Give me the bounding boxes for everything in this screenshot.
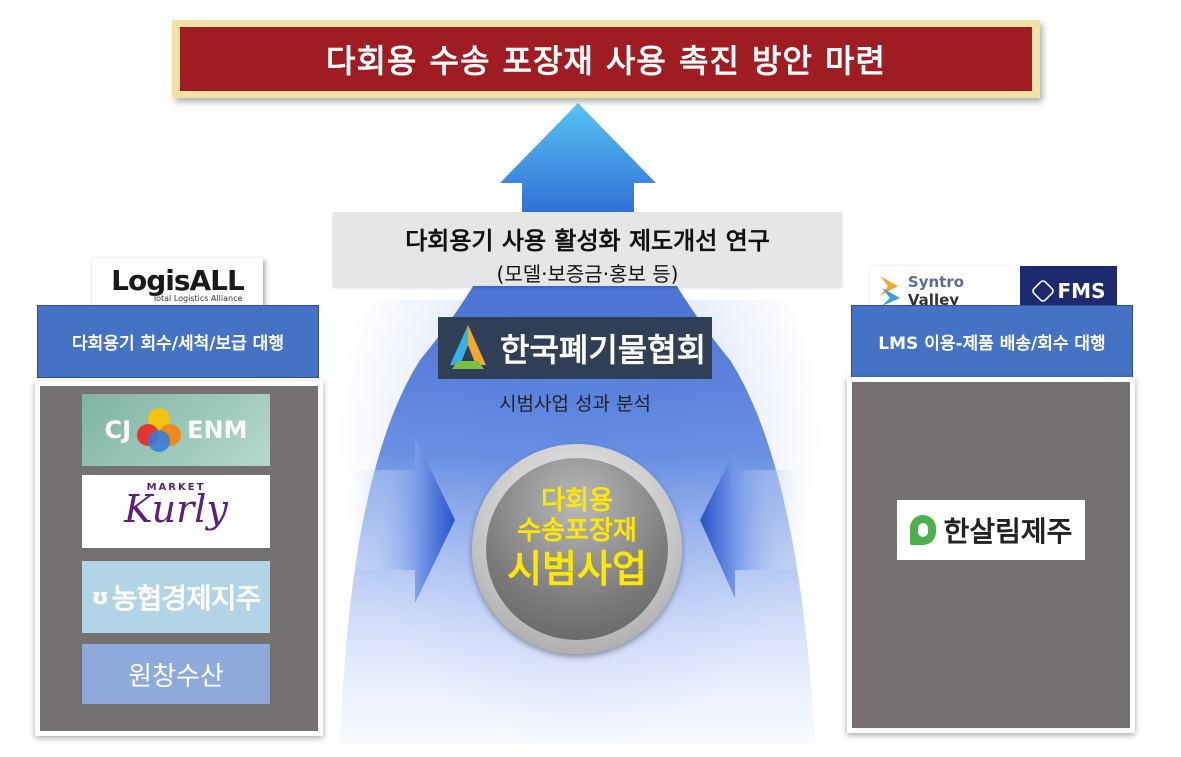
cj-enm-logo: CJ ENM xyxy=(82,394,270,466)
logisall-logo-subtext: Total Logistics Alliance xyxy=(152,294,243,303)
cj-dots-logo-icon xyxy=(137,408,182,452)
fms-hex-logo-icon xyxy=(1030,278,1055,304)
cj-text: CJ xyxy=(104,416,132,444)
right-arrow xyxy=(700,450,810,598)
center-circle-inner: 다회용 수송포장재 시범사업 xyxy=(486,458,668,640)
fms-text: FMS xyxy=(1057,279,1106,303)
hansalim-logo: 한살림제주 xyxy=(897,500,1085,560)
syntro-text: Syntro xyxy=(907,273,965,291)
enm-text: ENM xyxy=(187,416,248,444)
nh-logo: ʊ 농협경제지주 xyxy=(82,561,270,633)
triangle-logo-icon xyxy=(438,317,498,379)
research-subtitle: (모델·보증금·홍보 등) xyxy=(496,262,679,286)
kurly-logo: MARKET Kurly xyxy=(82,475,270,548)
center-circle: 다회용 수송포장재 시범사업 xyxy=(472,444,682,654)
left-header: 다회용기 회수/세척/보급 대행 xyxy=(37,305,319,378)
title-frame: 다회용 수송 포장재 사용 촉진 방안 마련 xyxy=(172,20,1040,98)
valley-text: Valley xyxy=(907,291,960,309)
leaf-logo-icon xyxy=(909,515,936,545)
nh-text: 농협경제지주 xyxy=(111,582,262,615)
up-arrow-head xyxy=(500,103,656,220)
center-line-3: 시범사업 xyxy=(507,547,647,591)
syntro-arrow-logo-icon xyxy=(879,276,900,306)
nh-logo-icon: ʊ xyxy=(91,584,109,610)
kurly-name-text: Kurly xyxy=(124,487,228,531)
center-line-1: 다회용 xyxy=(541,486,613,516)
page-title: 다회용 수송 포장재 사용 촉진 방안 마련 xyxy=(180,27,1032,91)
research-title: 다회용기 사용 활성화 제도개선 연구 xyxy=(405,227,770,255)
right-header: LMS 이용-제품 배송/회수 대행 xyxy=(851,305,1133,378)
center-line-2: 수송포장재 xyxy=(517,516,637,546)
hansalim-text: 한살림제주 xyxy=(943,515,1073,548)
research-box: 다회용기 사용 활성화 제도개선 연구 (모델·보증금·홍보 등) xyxy=(333,212,842,286)
association-logo: 한국폐기물협회 xyxy=(438,317,712,379)
left-arrow xyxy=(345,437,455,603)
wonchang-box: 원창수산 xyxy=(82,644,270,704)
logisall-logo-text: LogisALL xyxy=(111,264,245,297)
association-task: 시범사업 성과 분석 xyxy=(499,393,651,415)
association-name: 한국폐기물협회 xyxy=(500,331,707,369)
kurly-market-text: MARKET xyxy=(146,482,206,493)
